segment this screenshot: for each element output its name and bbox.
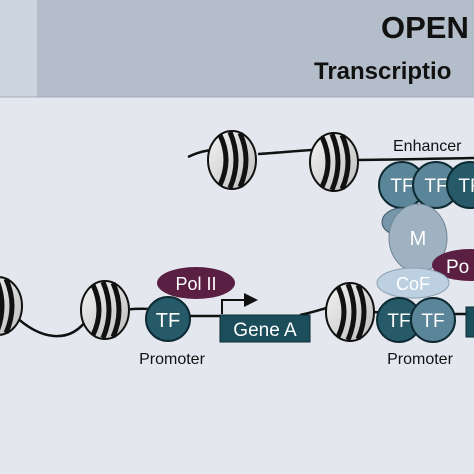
- tf-label: TF: [458, 176, 474, 197]
- tf-label: TF: [424, 176, 447, 197]
- nucleosome-icon: [81, 281, 129, 339]
- header-left-panel: [0, 0, 37, 97]
- pol2-left-label: Pol II: [175, 274, 216, 294]
- gene-a-box: [219, 314, 311, 343]
- pol2-left: [157, 267, 235, 299]
- nucleosome-icon: [310, 133, 358, 191]
- nucleosome-icon: [208, 131, 256, 189]
- tf-promoter-right-2: [410, 297, 456, 343]
- tf-promoter-left: [145, 296, 191, 342]
- mediator-label: M: [410, 228, 427, 250]
- enhancer-label: Enhancer: [393, 138, 462, 155]
- cofactor-label: CoF: [396, 274, 430, 294]
- gene-a-label: Gene A: [233, 320, 297, 341]
- promoter-dna-strand: [13, 304, 474, 338]
- tf-enhancer-3: [446, 161, 474, 209]
- header-band: [0, 0, 474, 97]
- promoter-left-label: Promoter: [139, 351, 205, 368]
- promoter-right-label: Promoter: [387, 351, 453, 368]
- pol2-right-label: Po: [446, 257, 469, 278]
- tf-label: TF: [421, 311, 444, 332]
- pol2-right: [432, 249, 474, 281]
- cofactor: [376, 267, 450, 299]
- tss-arrow-icon: [221, 299, 246, 314]
- tf-label: TF: [156, 310, 180, 332]
- tf-label: TF: [387, 311, 410, 332]
- header-subtitle: Transcriptio: [314, 58, 451, 85]
- tf-label: TF: [390, 176, 413, 197]
- header-title: OPEN: [381, 10, 469, 45]
- nucleosome-icon: [326, 283, 374, 341]
- tss-arrow-head-icon: [244, 293, 258, 307]
- gene-box-right-partial: [465, 306, 474, 338]
